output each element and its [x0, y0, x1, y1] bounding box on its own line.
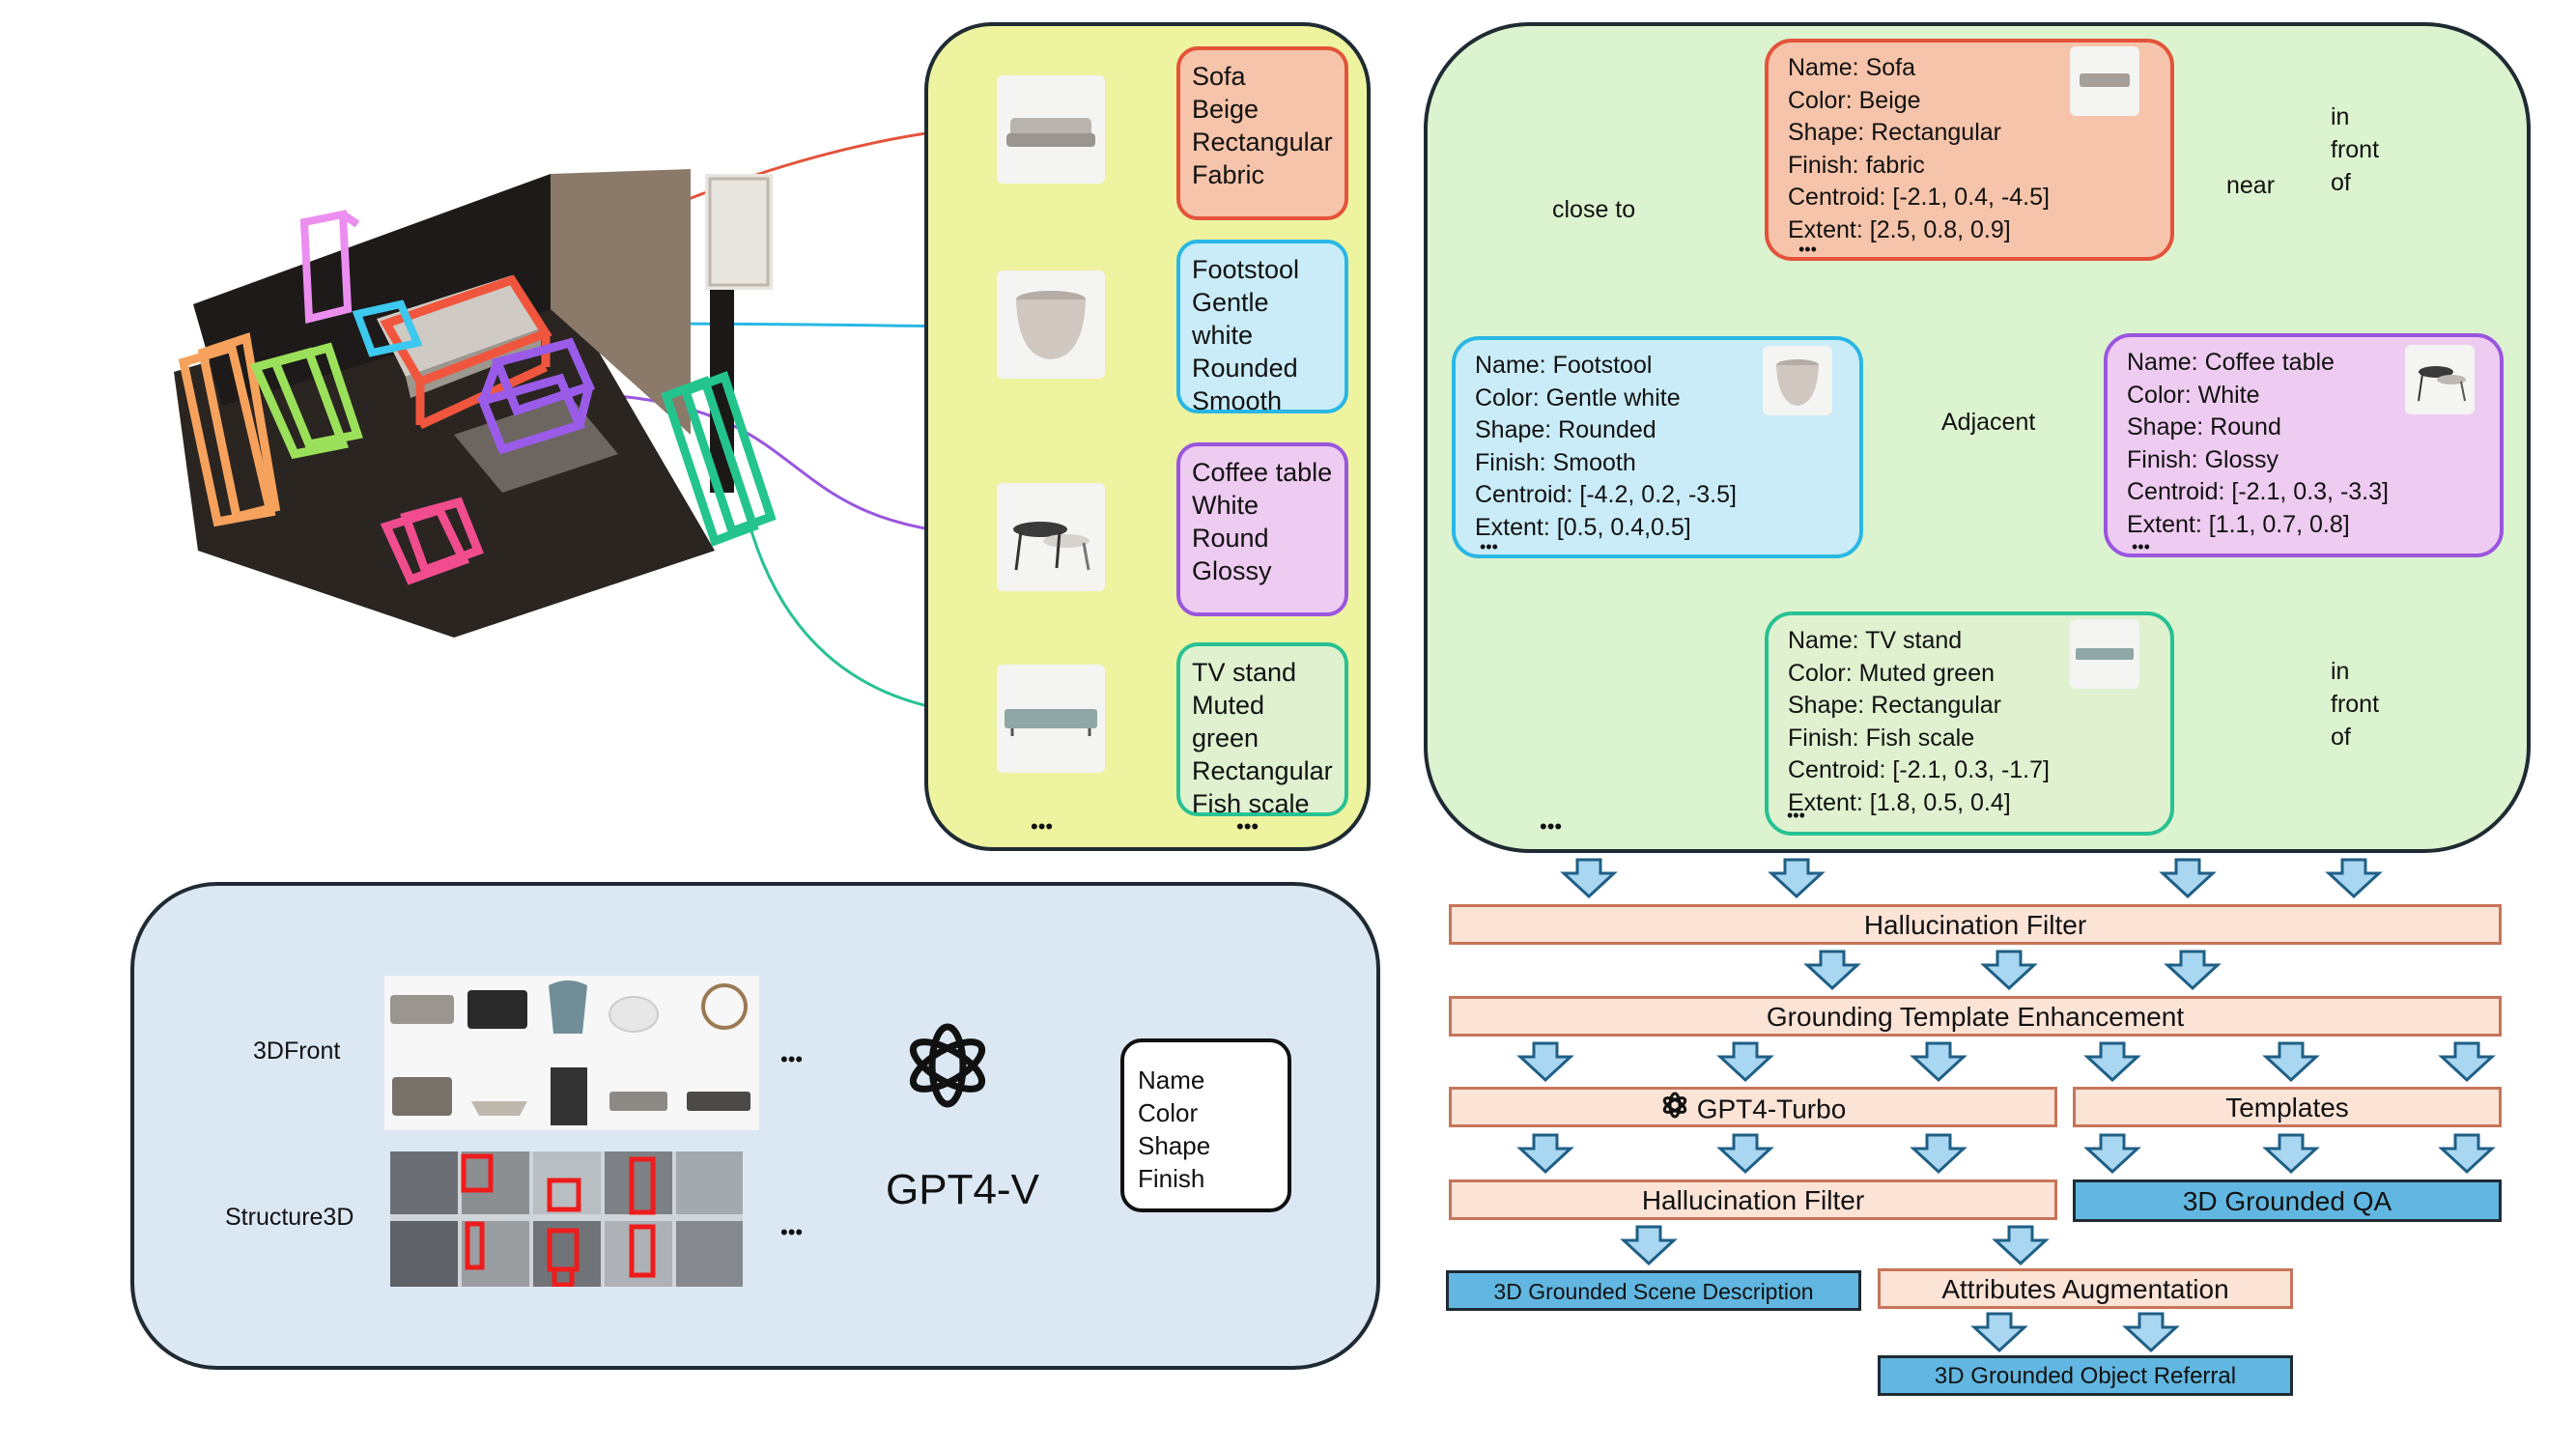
- grounding-template-bar: Grounding Template Enhancement: [1449, 996, 2502, 1037]
- node-ellipsis: •••: [1798, 240, 1817, 259]
- footstool-bbox: [352, 299, 423, 357]
- hallucination-filter-bar: Hallucination Filter: [1449, 904, 2502, 945]
- dataset-label-structure3d: Structure3D: [225, 1204, 354, 1231]
- gpt4-turbo-bar: GPT4-Turbo: [1449, 1087, 2057, 1127]
- tv-stand-thumbnail: [997, 665, 1105, 773]
- sofa-thumbnail: [997, 75, 1105, 184]
- templates-bar: Templates: [2073, 1087, 2502, 1127]
- footstool-thumbnail: [997, 270, 1105, 379]
- ellipsis: •••: [1236, 814, 1260, 838]
- attribute-box-tv-stand: TV stand Muted green Rectangular Fish sc…: [1176, 642, 1348, 818]
- graph-ellipsis: •••: [1540, 814, 1563, 838]
- node-ellipsis: •••: [2132, 537, 2150, 556]
- edge-label-adjacent: Adjacent: [1941, 409, 2036, 436]
- attribute-box-coffee-table: Coffee table White Round Glossy: [1176, 442, 1348, 616]
- attribute-box-footstool: Footstool Gentle white Rounded Smooth: [1176, 240, 1348, 415]
- footstool-node-thumbnail: [1763, 346, 1832, 415]
- model-label: GPT4-V: [886, 1166, 1039, 1213]
- ellipsis: •••: [780, 1220, 804, 1244]
- object-referral-output-box: 3D Grounded Object Referral: [1878, 1355, 2293, 1396]
- coffee-table-bbox: [476, 337, 596, 455]
- qa-output-box: 3D Grounded QA: [2073, 1179, 2502, 1222]
- sofa-node-thumbnail: [2070, 46, 2139, 116]
- node-ellipsis: •••: [1787, 806, 1805, 825]
- structure3d-image-grid: [390, 1151, 743, 1288]
- edge-label-near: near: [2226, 172, 2276, 199]
- hallucination-filter-bar-2: Hallucination Filter: [1449, 1179, 2057, 1220]
- ellipsis: •••: [780, 1047, 804, 1071]
- attribute-box-sofa: Sofa Beige Rectangular Fabric: [1176, 46, 1348, 220]
- edge-label-in-front-of: in front of: [2331, 658, 2380, 751]
- pink-bbox: [380, 497, 484, 585]
- orange-bbox: [178, 332, 281, 527]
- lime-bbox: [249, 342, 363, 460]
- gpt4-turbo-label: GPT4-Turbo: [1696, 1094, 1847, 1124]
- dataset-label-3dfront: 3DFront: [253, 1037, 341, 1065]
- ellipsis: •••: [1031, 814, 1054, 838]
- pipeline-arrows: [1516, 858, 2496, 1353]
- edge-label-in-front-of: in front of: [2331, 103, 2380, 196]
- scene-description-output-box: 3D Grounded Scene Description: [1446, 1270, 1861, 1311]
- coffee-table-thumbnail: [997, 483, 1105, 591]
- node-ellipsis: •••: [1480, 537, 1498, 556]
- openai-logo-icon: [1660, 1091, 1689, 1129]
- extracted-attributes-box: Name Color Shape Finish: [1120, 1038, 1291, 1212]
- scene-render: [174, 169, 777, 638]
- openai-logo-icon: [909, 1023, 986, 1108]
- edge-label-close-to: close to: [1552, 196, 1636, 223]
- tv-stand-bbox: [661, 371, 777, 547]
- coffee-table-node-thumbnail: [2405, 345, 2475, 414]
- attributes-augmentation-bar: Attributes Augmentation: [1878, 1268, 2293, 1309]
- magenta-bbox: [299, 210, 360, 325]
- 3dfront-image-grid: [384, 976, 759, 1130]
- tv-stand-node-thumbnail: [2070, 619, 2139, 689]
